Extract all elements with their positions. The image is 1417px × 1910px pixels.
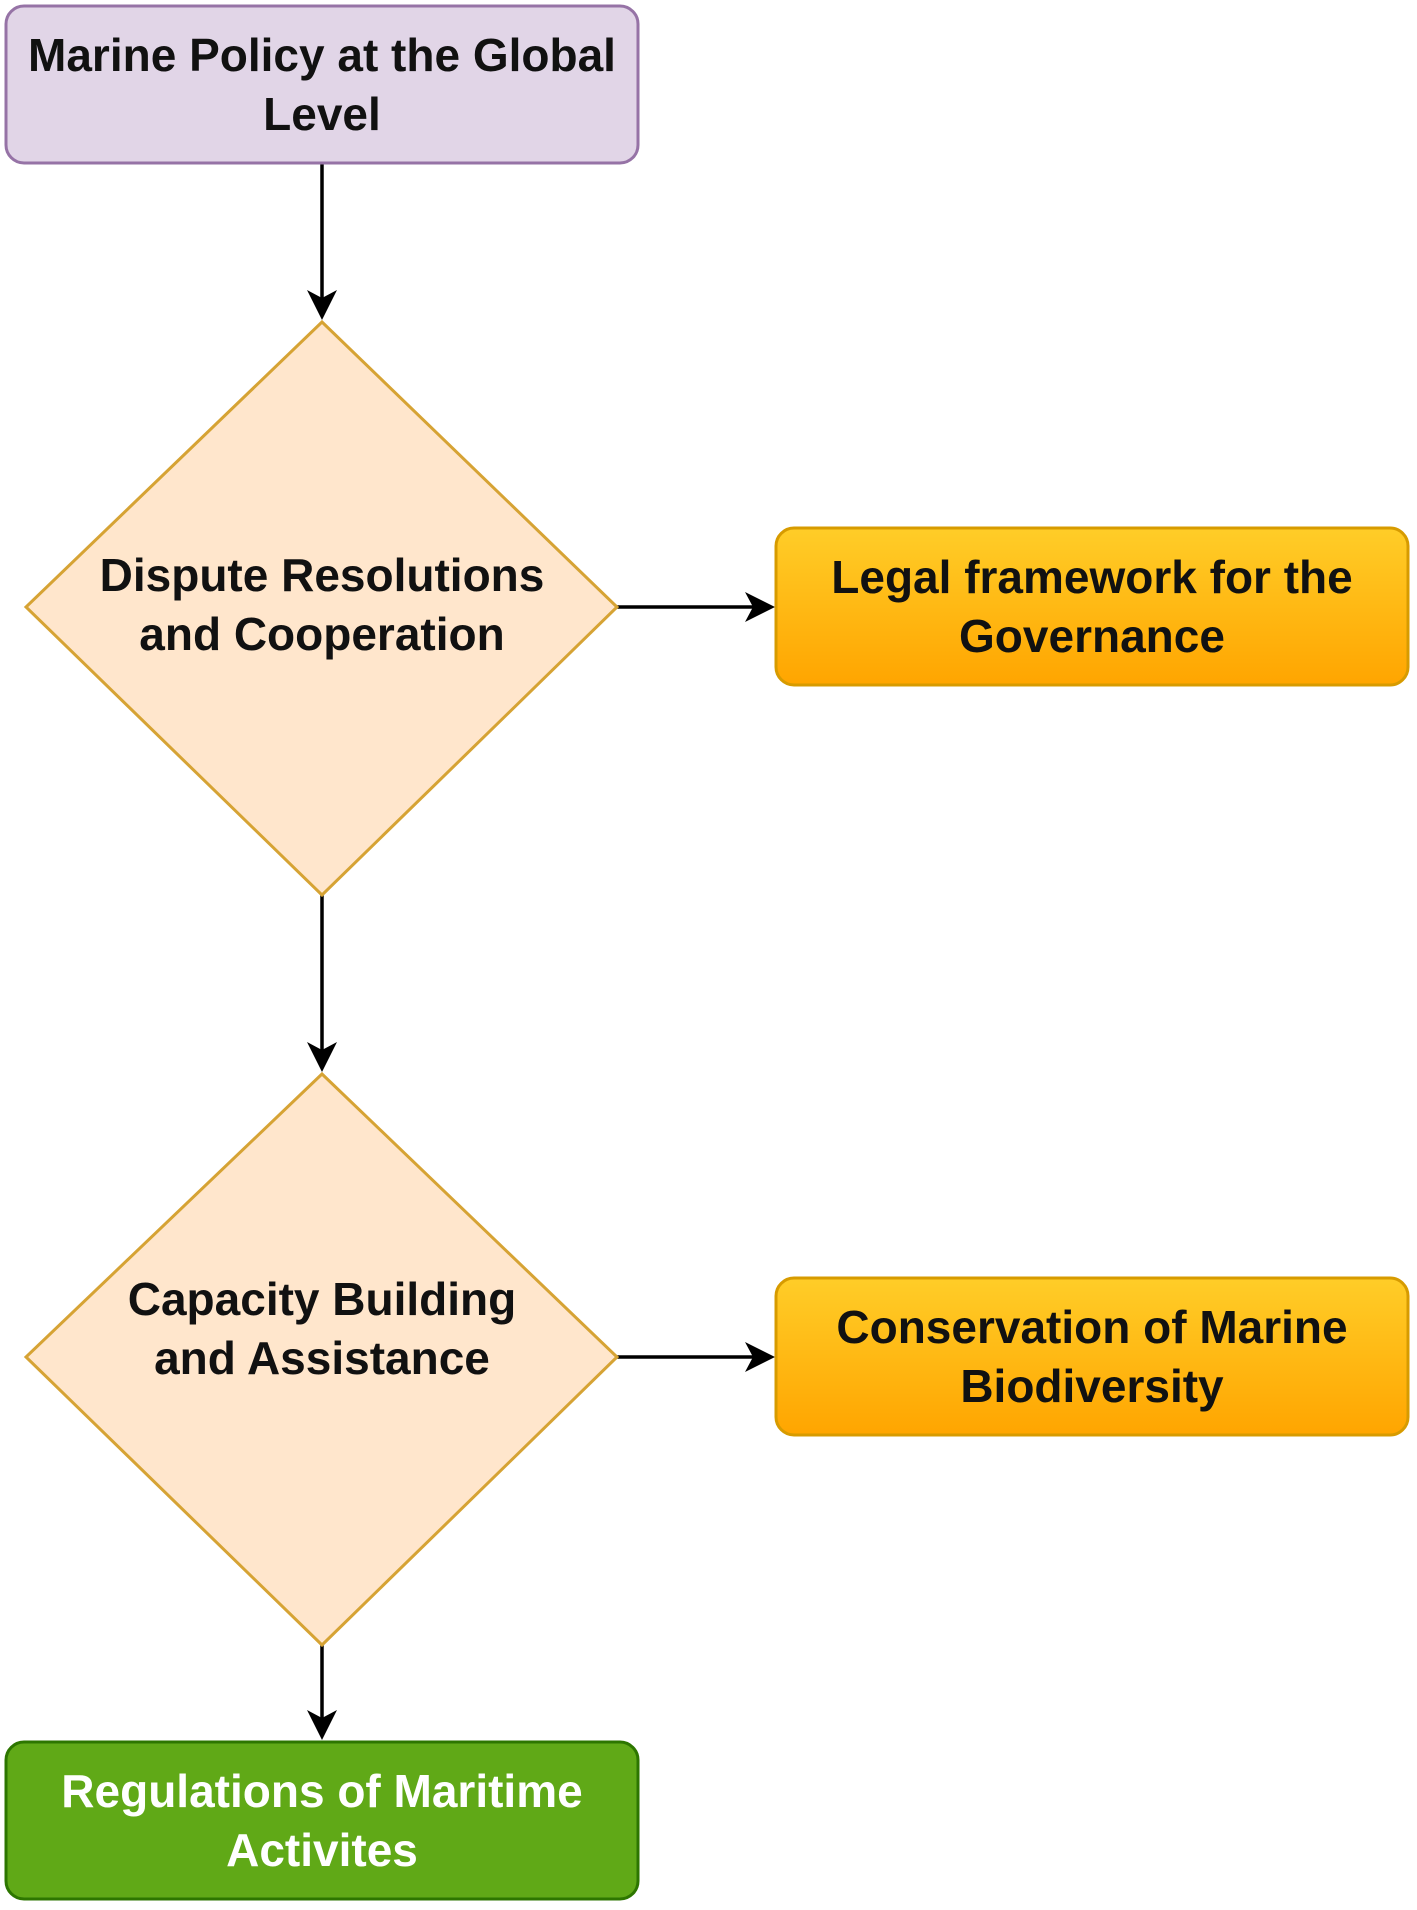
legal-label-line-1: Legal framework for the	[831, 550, 1353, 603]
dispute-label-line-2: and Cooperation	[139, 608, 505, 660]
legal-box	[774, 526, 1410, 687]
conservation-label-line-1: Conservation of Marine	[836, 1300, 1348, 1353]
dispute-label: Dispute Resolutions and Cooperation	[70, 530, 574, 680]
arrowhead-dispute-to-legal	[745, 592, 775, 622]
regulations-box	[4, 1740, 640, 1901]
global-policy-label-line-1: Marine Policy at the Global	[28, 28, 616, 81]
arrowhead-global-to-dispute	[307, 290, 337, 320]
regulations-label: Regulations of Maritime Activites	[6, 1742, 638, 1899]
dispute-label-line-1: Dispute Resolutions	[99, 549, 545, 602]
arrowhead-capacity-to-regulations	[307, 1710, 337, 1740]
global-policy-label-line-2: Level	[263, 87, 381, 140]
global-policy-label: Marine Policy at the Global Level	[6, 6, 638, 163]
capacity-label-line-1: Capacity Building	[127, 1273, 517, 1326]
capacity-label: Capacity Building and Assistance	[70, 1254, 574, 1404]
regulations-label-line-1: Regulations of Maritime	[61, 1764, 583, 1817]
arrowhead-dispute-to-capacity	[307, 1042, 337, 1072]
dispute-diamond	[23, 319, 620, 898]
arrowhead-capacity-to-conservation	[745, 1342, 775, 1372]
conservation-label: Conservation of Marine Biodiversity	[776, 1278, 1408, 1435]
capacity-diamond	[23, 1071, 620, 1648]
regulations-label-line-2: Activites	[226, 1823, 418, 1876]
legal-label-line-2: Governance	[959, 609, 1225, 662]
capacity-label-line-2: and Assistance	[154, 1332, 490, 1384]
conservation-box	[774, 1276, 1410, 1437]
conservation-label-line-2: Biodiversity	[960, 1359, 1224, 1412]
legal-label: Legal framework for the Governance	[776, 528, 1408, 685]
global-policy-box	[4, 4, 640, 165]
